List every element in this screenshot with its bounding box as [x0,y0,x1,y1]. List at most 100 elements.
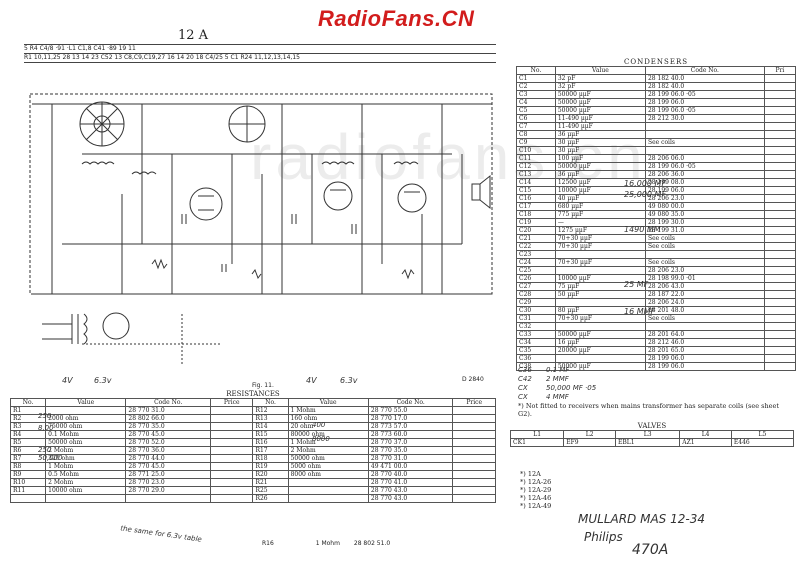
table-cell: 50000 µµF [554,162,646,171]
table-cell [763,218,797,227]
table-cell: 28 770 45.0 [125,430,211,439]
table-cell [763,250,797,259]
table-cell: 28 770 45.0 [125,462,211,471]
header-cell: Pri [763,66,797,75]
table-cell [644,322,765,331]
hand-col1: 4V [62,376,73,385]
table-cell: C4 [516,98,556,107]
header-cell: L4 [679,430,732,439]
table-cell [763,322,797,331]
condenser-extra-no: C42 [518,375,532,383]
hand-note: 25 MF [624,280,649,289]
table-cell: 28 199 06.0 [644,98,765,107]
table-cell [452,406,496,415]
table-cell [763,162,797,171]
table-cell [763,298,797,307]
table-cell [452,438,496,447]
hand-col2: 6.3v [94,376,112,385]
hand-value: 250 [38,446,52,454]
table-cell [209,414,254,423]
table-cell: 28 206 06.0 [644,154,765,163]
header-cell: Price [209,398,254,407]
table-cell: 28 770 52.0 [125,438,211,447]
table-cell [287,494,369,503]
hand-left-values: 250 8,00 250 50,000 [38,406,63,468]
hand-value: 50,000 [38,454,63,462]
table-cell: R18 [252,454,289,463]
hand-value: 8,00 [38,424,54,432]
valve-models: *) 12A *) 12A-26 *) 12A-29 *) 12A-46 *) … [520,470,551,510]
hand-note-under-table: the same for 6.3v table [119,524,203,544]
table-cell: C15 [516,186,556,195]
table-cell [763,154,797,163]
table-cell [763,90,797,99]
extra-resistor-code: 28 802 51.0 [353,540,391,547]
table-cell: C1 [516,74,556,83]
table-cell [763,210,797,219]
table-cell: R10 [9,478,47,487]
table-cell: C30 [516,306,556,315]
page-title: 12 A [178,28,209,43]
table-cell [209,430,254,439]
table-cell [763,266,797,275]
table-cell [763,82,797,91]
valve-cell: AZ1 [679,438,732,447]
table-cell [763,106,797,115]
condenser-extra-value: 4 MMF [546,393,569,401]
table-cell [763,306,797,315]
table-cell: 28 199 06.0 ·05 [644,90,765,99]
valve-cell: E446 [730,438,795,447]
header-cell: No. [516,66,556,75]
table-cell [209,462,254,471]
table-cell: 28 770 40.0 [367,470,454,479]
table-cell [209,406,254,415]
table-cell: 28 212 46.0 [644,338,765,347]
table-cell: 28 199 06.0 ·05 [644,162,765,171]
table-cell [209,470,254,479]
table-cell: R15 [252,430,289,439]
table-cell: C24 [516,258,556,267]
table-cell: 30 µµF [554,146,646,155]
table-cell [9,494,47,503]
table-cell [209,422,254,431]
table-cell [763,354,797,363]
table-cell [452,446,496,455]
table-cell: 2 Mohm [287,446,369,455]
table-cell: 28 199 06.0 [644,362,765,371]
table-cell: 28 770 29.0 [125,486,211,495]
hand-note: 16 MMF [624,307,656,316]
table-cell [763,330,797,339]
valves-table: L1 L2 L3 L4 L5 CK1 EF9 EBL1 AZ1 E446 [509,430,795,447]
valve-model: *) 12A-46 [520,494,552,502]
condenser-extra-value: 2 MMF [546,375,569,383]
table-cell: C33 [516,330,556,339]
table-cell [644,130,765,139]
table-cell [287,486,369,495]
table-cell: 30 µµF [554,138,646,147]
valve-model: *) 12A-29 [520,486,552,494]
table-cell: R14 [252,422,289,431]
table-cell [763,226,797,235]
table-cell: C28 [516,290,556,299]
table-cell [763,274,797,283]
condenser-extra-no: C36 [518,366,532,374]
table-cell: C7 [516,122,556,131]
table-cell [763,74,797,83]
table-cell: R12 [252,406,289,415]
table-cell: 16 µµF [554,338,646,347]
table-cell [763,282,797,291]
table-cell [644,122,765,131]
